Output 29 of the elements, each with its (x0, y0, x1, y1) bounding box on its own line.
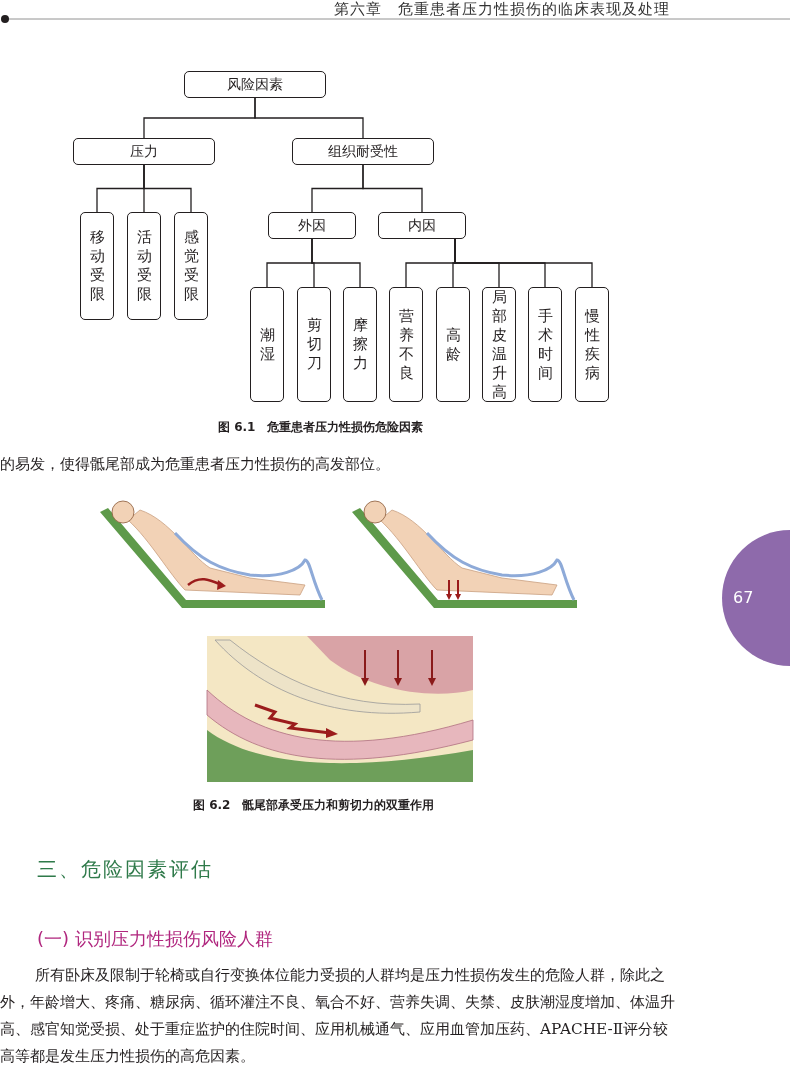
category-box: 风险因素 (184, 71, 326, 98)
category-box: 手术时间 (528, 287, 562, 402)
category-box: 营养不良 (389, 287, 423, 402)
category-box: 摩擦力 (343, 287, 377, 402)
category-box: 感觉受限 (174, 212, 208, 320)
connector-line (311, 238, 361, 288)
category-box: 高龄 (436, 287, 470, 402)
category-box: 活动受限 (127, 212, 161, 320)
category-box: 慢性疾病 (575, 287, 609, 402)
category-box: 内因 (378, 212, 466, 239)
connector-line (454, 238, 593, 288)
page-number: 67 (733, 588, 754, 607)
connector-line (254, 97, 364, 139)
category-box: 外因 (268, 212, 356, 239)
figure-caption: 图 6.2 骶尾部承受压力和剪切力的双重作用 (193, 797, 435, 814)
connector-line (362, 164, 423, 213)
category-box: 压力 (73, 138, 215, 165)
category-box: 剪切刀 (297, 287, 331, 402)
section-heading: 三、危险因素评估 (37, 856, 213, 883)
page-header: 第六章 危重患者压力性损伤的临床表现及处理 (334, 0, 670, 19)
figure-caption: 图 6.1 危重患者压力性损伤危险因素 (218, 419, 424, 436)
category-box: 组织耐受性 (292, 138, 434, 165)
category-box: 潮湿 (250, 287, 284, 402)
body-text: 的易发，使得骶尾部成为危重患者压力性损伤的高发部位。 (0, 455, 390, 474)
category-box: 移动受限 (80, 212, 114, 320)
connector-line (143, 164, 192, 213)
category-box: 局部皮温升高 (482, 287, 516, 402)
subsection-heading: (一) 识别压力性损伤风险人群 (37, 927, 273, 951)
body-paragraph: 所有卧床及限制于轮椅或自行变换体位能力受损的人群均是压力性损伤发生的危险人群，除此之外，年龄增大、疼痛、糖尿病、循环灌注不良、氧合不好、营养失调、失禁、皮肤潮湿度增加、体温升高、感官知觉受损、处于重症监护的住院时间、应用机械通气、应用血管加压药、APACHE-Ⅱ评分较高等都是发生压力性损伤的高危因素。 (0, 965, 676, 1067)
